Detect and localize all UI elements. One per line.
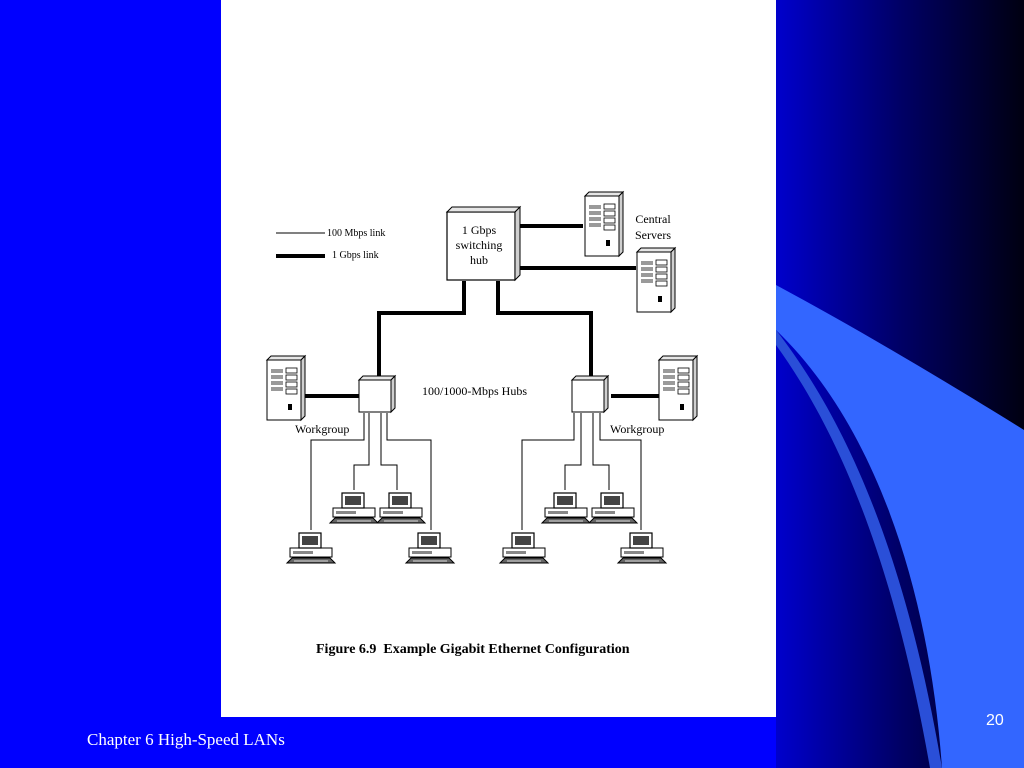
pc-icon (329, 492, 379, 524)
pc-icon (499, 532, 549, 564)
gigabit-ethernet-diagram: 100 Mbps link 1 Gbps link (266, 191, 698, 657)
right-hub-icon (571, 375, 609, 413)
switch-to-left-hub-link (377, 281, 466, 377)
figure-caption: Figure 6.9 Example Gigabit Ethernet Conf… (316, 642, 630, 657)
legend-thick-label: 1 Gbps link (332, 250, 379, 261)
hubs-label: 100/1000-Mbps Hubs (422, 384, 527, 398)
legend: 100 Mbps link 1 Gbps link (276, 228, 385, 261)
pc-icon (588, 492, 638, 524)
fast-ethernet-links (310, 413, 642, 530)
right-light-swoosh (776, 285, 1024, 768)
figure-panel: 100 Mbps link 1 Gbps link (221, 0, 776, 717)
switch-label-line2: switching (456, 238, 503, 252)
pc-icon (541, 492, 591, 524)
central-server-2-icon (636, 247, 676, 313)
pc-icon (405, 532, 455, 564)
central-server-1-icon (584, 191, 624, 257)
central-servers-label-line2: Servers (635, 228, 671, 242)
left-workgroup-server-icon (266, 355, 306, 421)
pc-icon (376, 492, 426, 524)
switch-label-line1: 1 Gbps (462, 223, 497, 237)
slide-number: 20 (986, 712, 1004, 729)
gigabit-links (305, 224, 661, 398)
pc-icon (617, 532, 667, 564)
gigabit-switching-hub: 1 Gbps switching hub (445, 205, 522, 282)
switch-to-right-hub-link (496, 281, 593, 377)
right-workgroup-server-icon (658, 355, 698, 421)
right-swoosh-edge (776, 330, 942, 768)
central-servers-label-line1: Central (635, 212, 671, 226)
slide-footer: Chapter 6 High-Speed LANs (87, 730, 285, 749)
right-workgroup-label: Workgroup (610, 422, 664, 436)
pc-icon (286, 532, 336, 564)
switch-label-line3: hub (470, 253, 488, 267)
left-hub-icon (358, 375, 396, 413)
legend-thin-label: 100 Mbps link (327, 228, 385, 239)
left-workgroup-label: Workgroup (295, 422, 349, 436)
